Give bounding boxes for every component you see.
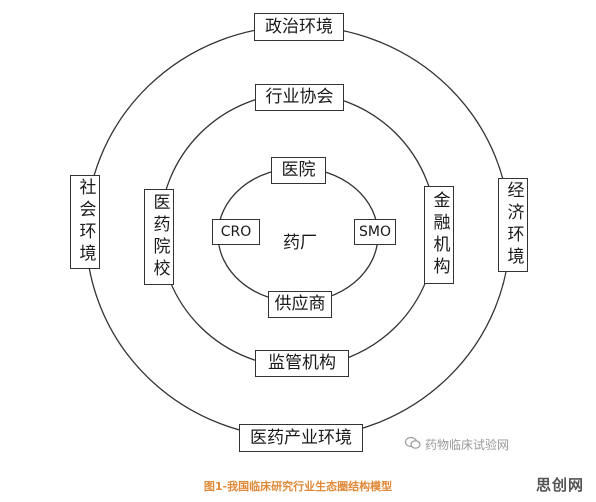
- center-label: 药厂: [283, 233, 317, 253]
- inner-bottom-label: 供应商: [268, 291, 332, 318]
- inner-top-label: 医院: [271, 157, 326, 184]
- inner-left-label: CRO: [212, 219, 260, 245]
- brand-logo: 思创网: [536, 476, 585, 494]
- outer-left-label: 社会环境: [70, 175, 100, 269]
- outer-bottom-label: 医药产业环境: [239, 424, 363, 452]
- middle-top-label: 行业协会: [255, 84, 344, 111]
- outer-top-label: 政治环境: [254, 13, 344, 41]
- outer-right-label: 经济环境: [498, 178, 528, 272]
- watermark: 药物临床试验网: [404, 436, 510, 453]
- watermark-text: 药物临床试验网: [425, 438, 510, 452]
- middle-right-label: 金融机构: [424, 186, 454, 284]
- wechat-icon: [404, 436, 421, 453]
- inner-right-label: SMO: [354, 219, 396, 245]
- middle-bottom-label: 监管机构: [255, 350, 349, 377]
- figure-caption: 图1-我国临床研究行业生态圈结构模型: [203, 480, 393, 493]
- middle-left-label: 医药院校: [144, 189, 174, 285]
